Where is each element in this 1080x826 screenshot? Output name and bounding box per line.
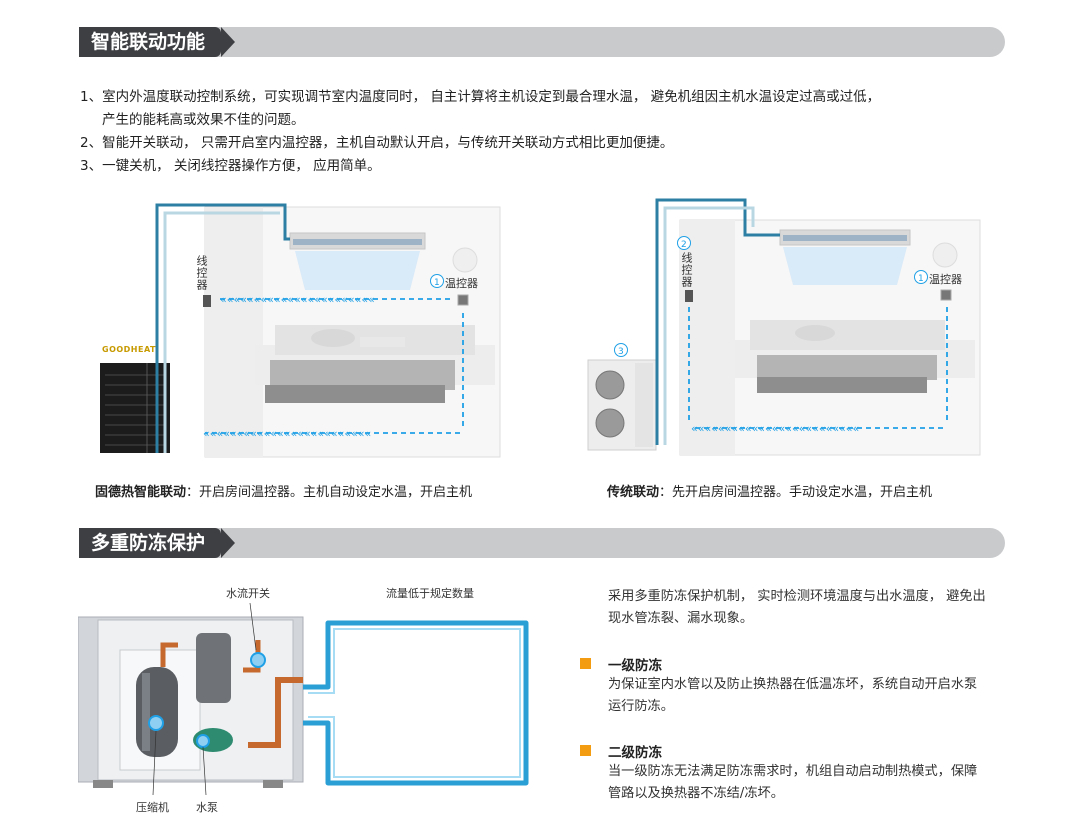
controller-label: 线控器 — [195, 255, 208, 291]
unit-illustration — [77, 602, 529, 796]
intro-line: 采用多重防冻保护机制， 实时检测环境温度与出水温度， 避免出 — [608, 589, 986, 604]
badge-1: 1 — [434, 278, 440, 288]
list-item: 3、一键关机， 关闭线控器操作方便， 应用简单。 — [80, 158, 381, 174]
intro-line: 现水管冻裂、漏水现象。 — [608, 611, 754, 626]
badge-1: 1 — [918, 274, 924, 284]
list-item: 2、智能开关联动， 只需开启室内温控器，主机自动默认开启，与传统开关联动方式相比… — [80, 135, 674, 151]
section-title: 智能联动功能 — [79, 27, 236, 57]
traditional-linkage-diagram: ««««««««««««««««««««««««« 2 1 3 线控器 温控器 — [585, 195, 985, 460]
caption-bold: 固德热智能联动 — [95, 485, 187, 500]
caption-bold: 传统联动 — [607, 485, 660, 500]
svg-text:«««««««««««««««««««««««««: ««««««««««««««««««««««««« — [203, 427, 371, 440]
level1-bullet-icon — [580, 658, 591, 669]
flow-switch-label: 水流开关 — [226, 587, 270, 600]
section-title: 多重防冻保护 — [79, 528, 236, 558]
caption-text: ：先开启房间温控器。手动设定水温，开启主机 — [659, 485, 933, 500]
level2-bullet-icon — [580, 745, 591, 756]
antifreeze-diagram: 水流开关 流量低于规定数量 压缩机 水泵 — [77, 585, 558, 820]
flow-low-label: 流量低于规定数量 — [386, 587, 474, 600]
antifreeze-intro: 采用多重防冻保护机制， 实时检测环境温度与出水温度， 避免出 现水管冻裂、漏水现… — [608, 586, 986, 630]
level1-text: 为保证室内水管以及防止换热器在低温冻坏，系统自动开启水泵 运行防冻。 — [608, 674, 977, 718]
level1-line: 为保证室内水管以及防止换热器在低温冻坏，系统自动开启水泵 — [608, 677, 978, 692]
traditional-linkage-caption: 传统联动：先开启房间温控器。手动设定水温，开启主机 — [607, 481, 932, 500]
chevron-row-icon: ««««««««««««««««««««««« — [220, 293, 375, 306]
section-header-smart-linkage: 智能联动功能 — [79, 27, 1005, 57]
level1-title: 一级防冻 — [608, 658, 662, 674]
thermostat-label: 温控器 — [929, 273, 962, 286]
level2-text: 当一级防冻无法满足防冻需求时，机组自动启动制热模式，保障 管路以及换热器不冻结/… — [608, 761, 977, 805]
badge-3: 3 — [618, 347, 624, 357]
level2-title: 二级防冻 — [608, 745, 662, 761]
caption-text: ：开启房间温控器。主机自动设定水温，开启主机 — [186, 485, 473, 500]
pump-label: 水泵 — [196, 801, 218, 814]
room-illustration: ««««««««««««««««««««««««« 2 1 3 — [587, 198, 981, 456]
list-item: 1、室内外温度联动控制系统，可实现调节室内温度同时， 自主计算将主机设定到最合理… — [80, 89, 881, 105]
section-header-antifreeze: 多重防冻保护 — [79, 528, 1005, 558]
level1-line: 运行防冻。 — [608, 699, 674, 714]
smart-linkage-caption: 固德热智能联动：开启房间温控器。主机自动设定水温，开启主机 — [95, 481, 472, 500]
level2-line: 管路以及换热器不冻结/冻坏。 — [608, 786, 784, 801]
list-item-continuation: 产生的能耗高或效果不佳的问题。 — [102, 112, 305, 128]
compressor-label: 压缩机 — [136, 801, 169, 814]
smart-linkage-diagram: ««««««««««««««««««««««« ««««««««««««««««… — [95, 195, 505, 460]
brand-logo: GOODHEAT — [102, 345, 156, 354]
badge-2: 2 — [681, 240, 687, 250]
feature-list: 1、室内外温度联动控制系统，可实现调节室内温度同时， 自主计算将主机设定到最合理… — [80, 86, 880, 178]
controller-label: 线控器 — [680, 252, 693, 288]
chevron-row-icon: ««««««««««««««««««««««««« — [691, 422, 859, 435]
room-illustration: ««««««««««««««««««««««« ««««««««««««««««… — [100, 203, 501, 458]
level2-line: 当一级防冻无法满足防冻需求时，机组自动启动制热模式，保障 — [608, 764, 978, 779]
thermostat-label: 温控器 — [445, 277, 478, 290]
